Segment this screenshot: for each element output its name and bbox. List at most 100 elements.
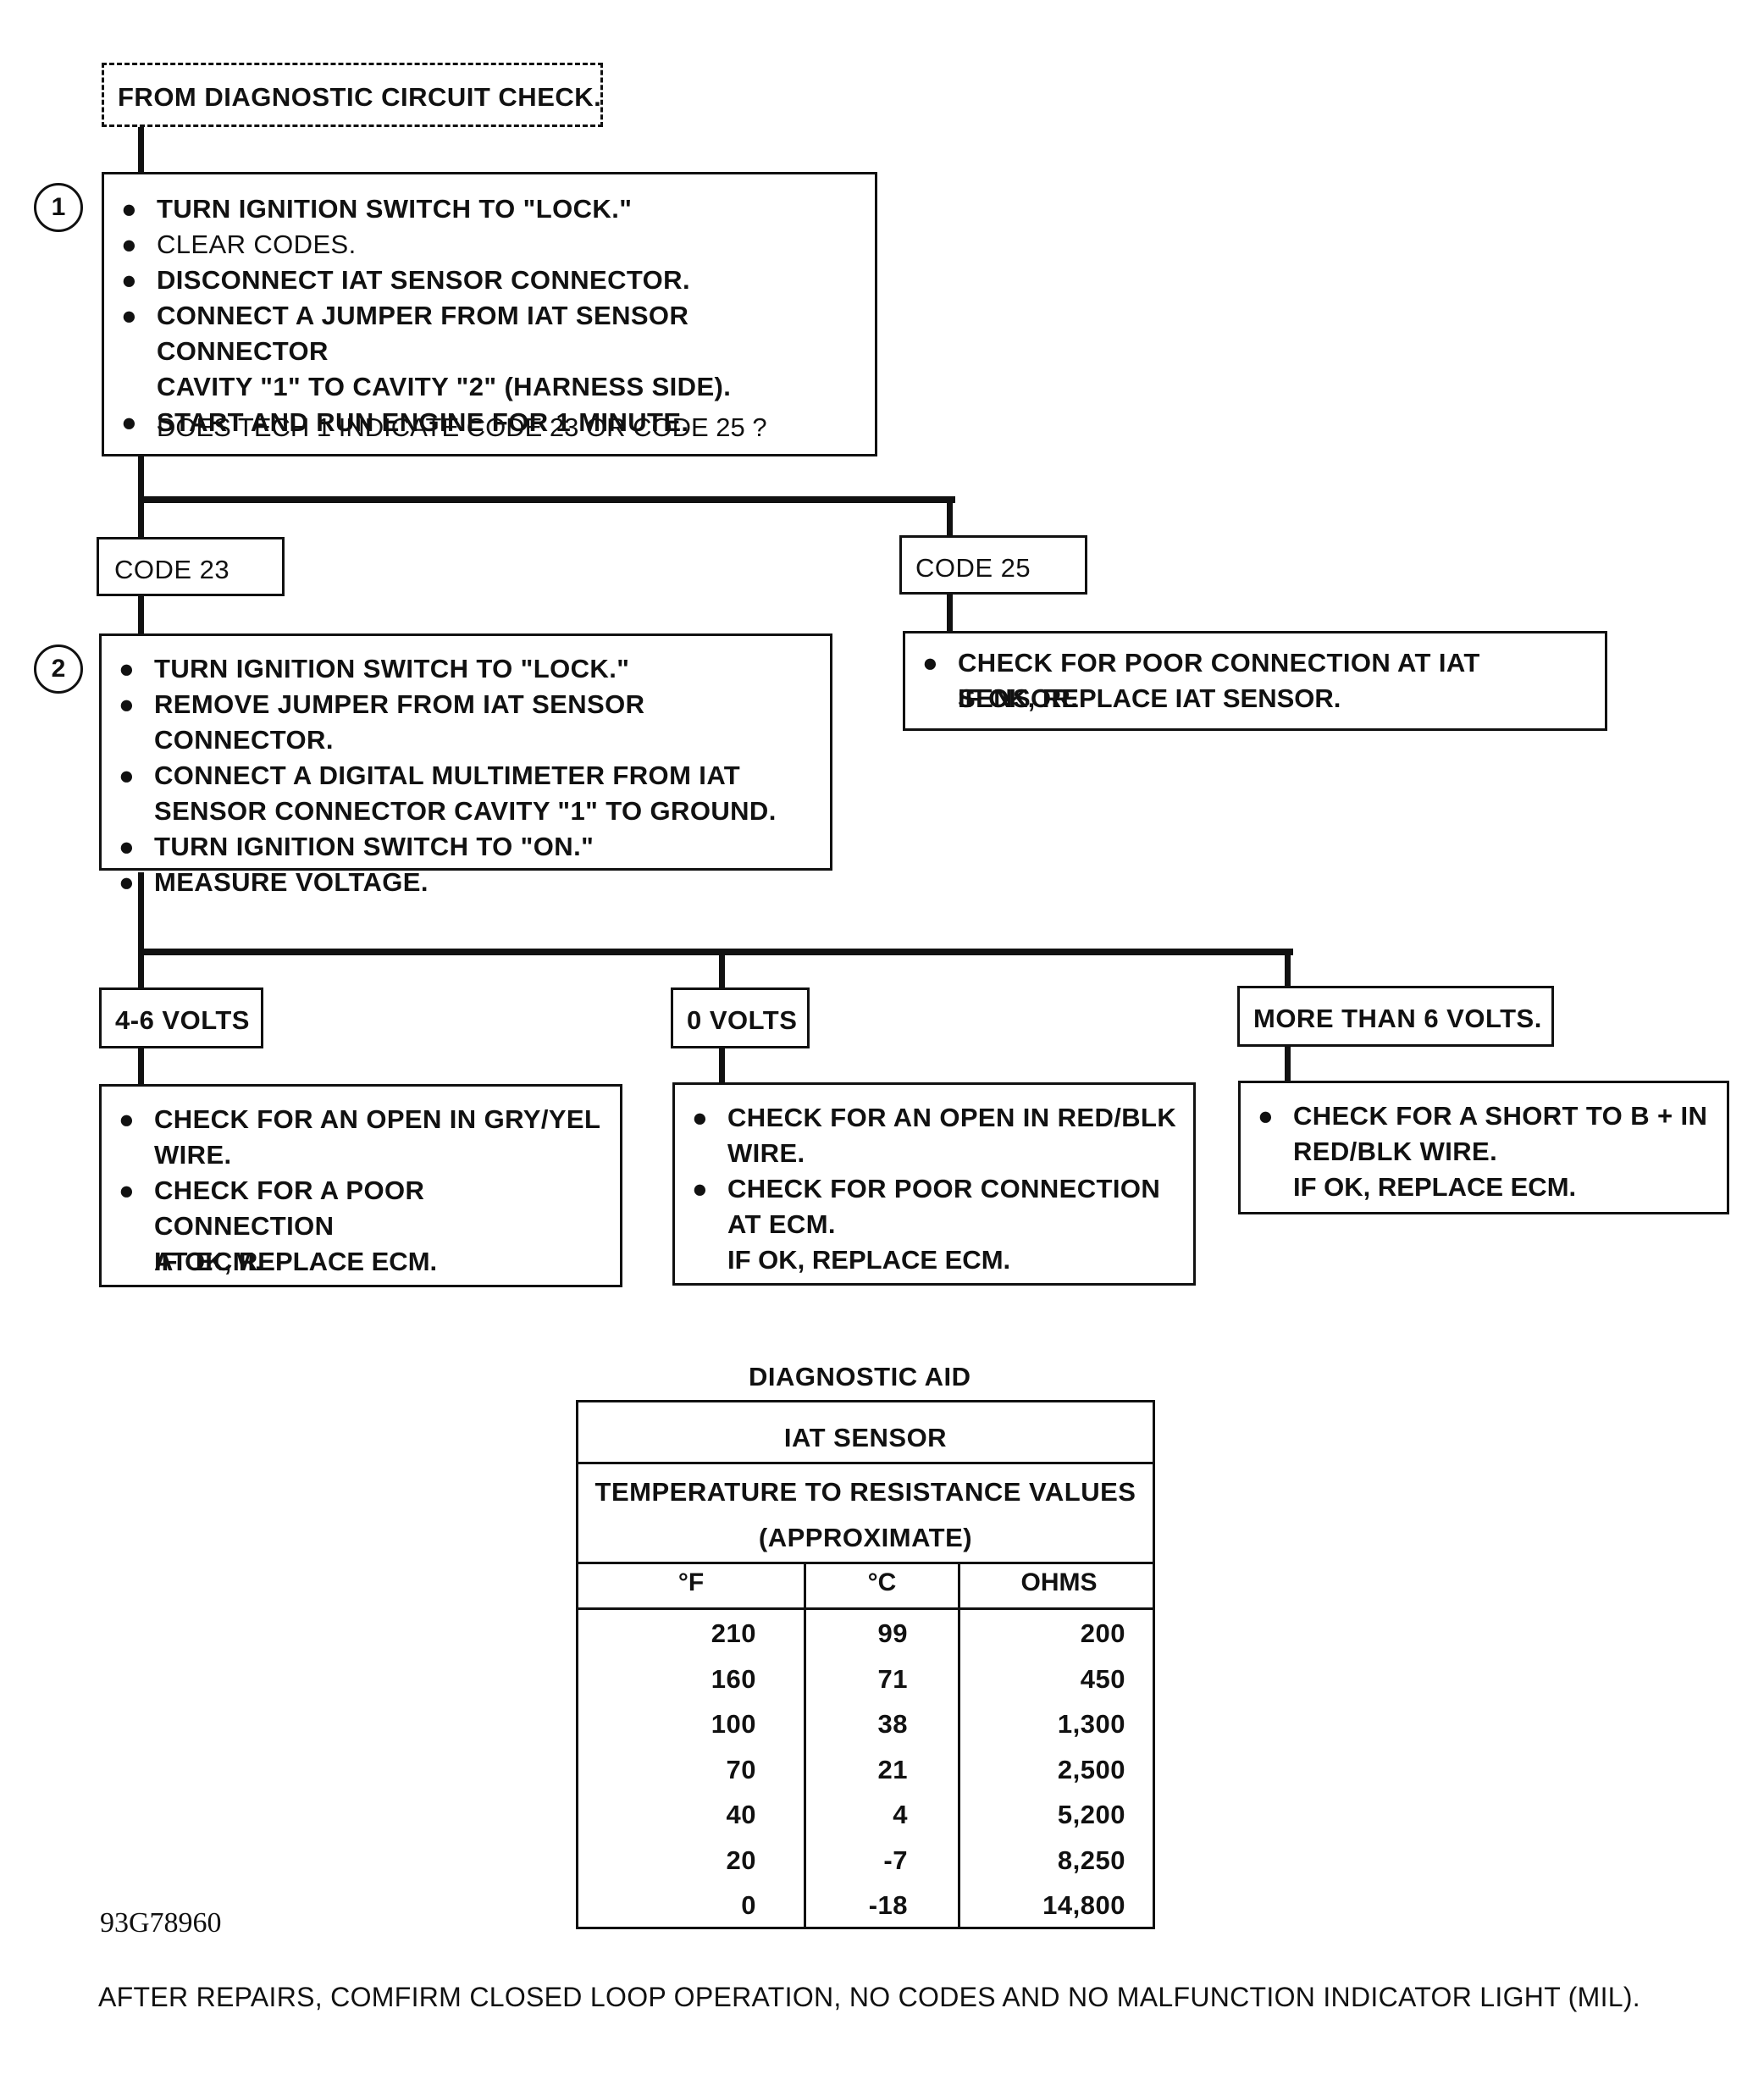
- step1-box: ● TURN IGNITION SWITCH TO "LOCK." ● CLEAR C…: [102, 172, 877, 456]
- connector-code-branch-horizontal: [138, 496, 955, 503]
- diagnostic-aid-table: IAT SENSOR TEMPERATURE TO RESISTANCE VAL…: [576, 1400, 1155, 1929]
- step2-list: ●TURN IGNITION SWITCH TO "LOCK."●REMOVE …: [112, 651, 823, 900]
- bullet-icon: ●: [119, 1176, 135, 1205]
- branch-4-6-volts-action-box: ● CHECK FOR AN OPEN IN GRY/YEL WIRE. ● CHEC…: [99, 1084, 622, 1287]
- step1-item: ● START AND RUN ENGINE FOR 1 MINUTE.: [114, 405, 868, 440]
- footer-note: AFTER REPAIRS, COMFIRM CLOSED LOOP OPERA…: [98, 1982, 1641, 2012]
- bullet-icon: ●: [119, 761, 135, 790]
- step2-item-text: REMOVE JUMPER FROM IAT SENSOR CONNECTOR.: [154, 689, 645, 755]
- aid-cell-ohms: 200: [1080, 1618, 1125, 1648]
- connector-code23-step2: [138, 595, 144, 637]
- branch-6-item: ● CHECK FOR A SHORT TO B + IN RED/BLK WIR…: [1251, 1098, 1717, 1170]
- step2-box: ●TURN IGNITION SWITCH TO "LOCK."●REMOVE …: [99, 633, 832, 897]
- bullet-icon: ●: [119, 867, 135, 897]
- branch-4-6-volts-label: 4-6 VOLTS: [115, 1005, 250, 1035]
- aid-col-divider-2: [958, 1562, 960, 1927]
- aid-col-header-f: °F: [677, 1568, 705, 1596]
- connector-code25-action: [947, 593, 953, 633]
- aid-cell-fahrenheit: 70: [726, 1754, 756, 1784]
- code23-box: CODE 23: [97, 537, 285, 596]
- aid-cell-celsius: 99: [877, 1618, 908, 1648]
- aid-table-row: 70 21 2,500: [578, 1755, 1153, 1801]
- figure-id: 93G78960: [100, 1907, 222, 1939]
- connector-code25-drop: [947, 496, 953, 537]
- aid-cell-ohms: 450: [1080, 1663, 1125, 1694]
- step1-item-text: CONNECT A JUMPER FROM IAT SENSOR CONNECT…: [157, 301, 732, 401]
- bullet-icon: ●: [119, 1104, 135, 1134]
- step2-item-text: TURN IGNITION SWITCH TO "LOCK.": [154, 654, 630, 683]
- step2-item: ●TURN IGNITION SWITCH TO "LOCK.": [112, 651, 823, 687]
- branch-more-6-volts-label: MORE THAN 6 VOLTS.: [1253, 1004, 1542, 1033]
- bullet-icon: ●: [119, 689, 135, 719]
- step1-question: DOES TECH 1 INDICATE CODE 23 OR CODE 25 …: [157, 412, 767, 442]
- aid-header-approx: (APPROXIMATE): [758, 1523, 973, 1552]
- branch-0-volts-action-box: ●CHECK FOR AN OPEN IN RED/BLK WIRE.●CHEC…: [672, 1082, 1196, 1286]
- branch-0-volts-action-list: ●CHECK FOR AN OPEN IN RED/BLK WIRE.●CHEC…: [685, 1100, 1185, 1242]
- aid-cell-fahrenheit: 100: [711, 1709, 756, 1739]
- connector-4-6v-action: [138, 1045, 144, 1086]
- branch-6-item-text: CHECK FOR A SHORT TO B + IN RED/BLK WIRE…: [1293, 1101, 1708, 1166]
- aid-cell-fahrenheit: 210: [711, 1618, 756, 1648]
- code25-box: CODE 25: [899, 535, 1087, 595]
- aid-header-title: TEMPERATURE TO RESISTANCE VALUES: [594, 1477, 1136, 1507]
- aid-cell-ohms: 2,500: [1057, 1754, 1125, 1784]
- connector-voltage-branch-horizontal: [138, 949, 1293, 955]
- step2-item-text: MEASURE VOLTAGE.: [154, 867, 429, 897]
- connector-0v-action: [719, 1045, 725, 1086]
- bullet-icon: ●: [121, 194, 138, 224]
- aid-cell-celsius: -18: [868, 1890, 908, 1920]
- step2-item: ● CONNECT A DIGITAL MULTIMETER FROM IAT S…: [112, 758, 823, 829]
- branch-0-item: ●CHECK FOR AN OPEN IN RED/BLK WIRE.: [685, 1100, 1185, 1171]
- branch-0-item: ●CHECK FOR POOR CONNECTION AT ECM.: [685, 1171, 1185, 1242]
- aid-cell-celsius: 21: [877, 1754, 908, 1784]
- aid-table-row: 210 99 200: [578, 1618, 1153, 1664]
- aid-cell-ohms: 1,300: [1057, 1709, 1125, 1739]
- branch-more-6-volts-action-box: ● CHECK FOR A SHORT TO B + IN RED/BLK WIR…: [1238, 1081, 1729, 1214]
- diagnostic-aid-title: DIAGNOSTIC AID: [749, 1362, 971, 1391]
- aid-cell-fahrenheit: 0: [741, 1890, 756, 1920]
- aid-table-row: 160 71 450: [578, 1664, 1153, 1710]
- step1-item: ● TURN IGNITION SWITCH TO "LOCK.": [114, 191, 868, 227]
- step1-item-text: DISCONNECT IAT SENSOR CONNECTOR.: [157, 265, 690, 295]
- aid-cell-fahrenheit: 20: [726, 1845, 756, 1875]
- step2-item-text: CONNECT A DIGITAL MULTIMETER FROM IAT SE…: [154, 761, 777, 826]
- code25-label: CODE 25: [915, 553, 1031, 583]
- step1-item: ●CONNECT A JUMPER FROM IAT SENSOR CONNEC…: [114, 298, 868, 405]
- aid-cell-celsius: -7: [883, 1845, 908, 1875]
- start-box: FROM DIAGNOSTIC CIRCUIT CHECK.: [102, 63, 603, 127]
- aid-header-divider-2: [578, 1562, 1153, 1564]
- step1-number: 1: [34, 183, 83, 232]
- connector-0v-drop: [719, 949, 725, 993]
- aid-cell-celsius: 4: [893, 1800, 908, 1829]
- branch-4-6-volts-action-list: ● CHECK FOR AN OPEN IN GRY/YEL WIRE. ● CHEC…: [112, 1102, 611, 1280]
- bullet-icon: ●: [121, 230, 138, 259]
- step1-item-text: CLEAR CODES.: [157, 230, 357, 259]
- bullet-icon: ●: [121, 265, 138, 295]
- branch-4-6-item-text: CHECK FOR A POOR CONNECTION AT ECM.: [154, 1176, 425, 1276]
- step2-number: 2: [34, 644, 83, 694]
- bullet-icon: ●: [922, 648, 939, 678]
- aid-header-divider-3: [578, 1607, 1153, 1610]
- aid-cell-celsius: 71: [877, 1663, 908, 1694]
- bullet-icon: ●: [1258, 1101, 1275, 1131]
- branch-4-6-volts-note: IF OK, REPLACE ECM.: [154, 1247, 438, 1276]
- code25-note: IF OK, REPLACE IAT SENSOR.: [958, 683, 1341, 713]
- step1-item-text: START AND RUN ENGINE FOR 1 MINUTE.: [157, 407, 689, 437]
- aid-cell-fahrenheit: 160: [711, 1663, 756, 1694]
- branch-0-item-text: CHECK FOR POOR CONNECTION AT ECM.: [727, 1174, 1161, 1239]
- branch-more-6-volts-box: MORE THAN 6 VOLTS.: [1237, 986, 1554, 1047]
- step1-item-text: TURN IGNITION SWITCH TO "LOCK.": [157, 194, 633, 224]
- aid-header-divider: [578, 1462, 1153, 1464]
- branch-0-volts-box: 0 VOLTS: [671, 987, 810, 1048]
- code25-action-item: ●CHECK FOR POOR CONNECTION AT IAT SENSOR…: [915, 645, 1593, 716]
- code23-label: CODE 23: [114, 555, 230, 584]
- step2-item: ●TURN IGNITION SWITCH TO "ON.": [112, 829, 823, 865]
- branch-more-6-volts-note: IF OK, REPLACE ECM.: [1293, 1172, 1577, 1202]
- bullet-icon: ●: [121, 407, 138, 437]
- connector-6v-action: [1285, 1043, 1291, 1084]
- branch-4-6-item: ● CHECK FOR AN OPEN IN GRY/YEL WIRE.: [112, 1102, 611, 1173]
- branch-4-6-item-text: CHECK FOR AN OPEN IN GRY/YEL WIRE.: [154, 1104, 601, 1170]
- aid-col-header-c: °C: [867, 1568, 897, 1596]
- bullet-icon: ●: [692, 1103, 709, 1132]
